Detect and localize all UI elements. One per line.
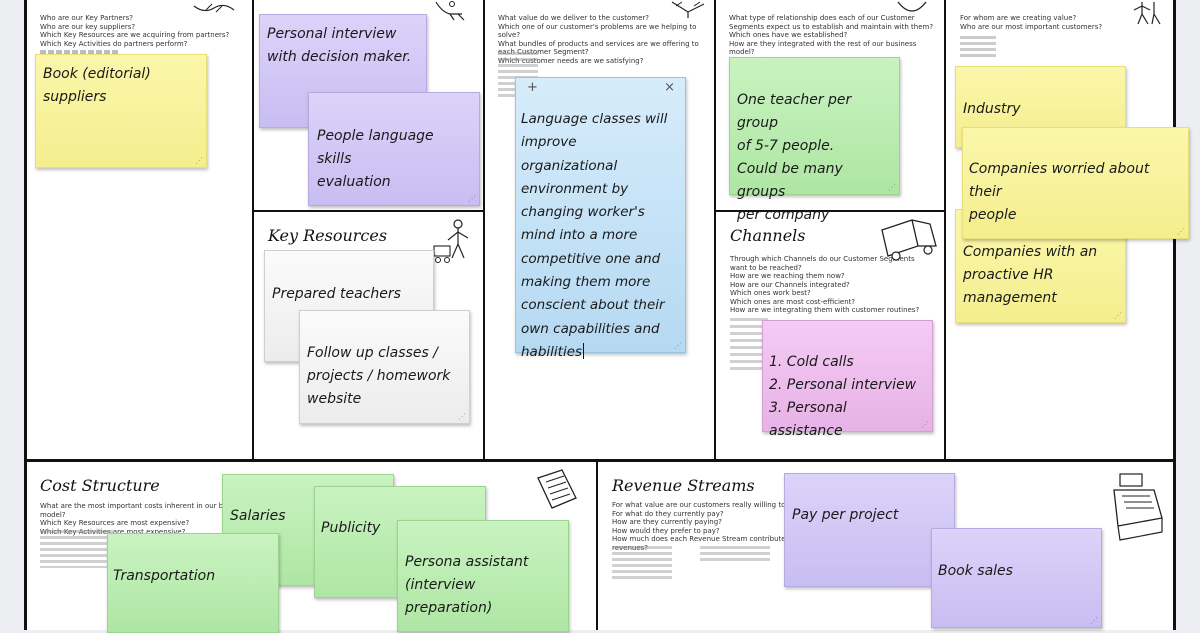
value-propositions-active-note[interactable]: + × Language classes will improve organi… xyxy=(515,77,686,360)
note-text: Industry xyxy=(963,101,1021,117)
gift-icon xyxy=(671,1,705,18)
grid-line xyxy=(252,0,254,460)
customer-segments-hint-list xyxy=(960,36,996,60)
note-text: Book sales xyxy=(938,563,1013,579)
note-text: Persona assistant (interview preparation… xyxy=(405,554,529,616)
grid-line xyxy=(715,210,945,212)
customer-relationships-note[interactable]: One teacher per group of 5-7 people. Cou… xyxy=(729,57,900,223)
receipt-icon xyxy=(537,469,577,509)
grid-line xyxy=(483,0,485,460)
close-note-icon[interactable]: × xyxy=(664,80,675,95)
note-text: Companies with an proactive HR managemen… xyxy=(963,244,1098,306)
note-text-editor[interactable]: Language classes will improve organizati… xyxy=(521,108,677,364)
text-caret xyxy=(583,342,585,359)
cost-structure-note-transportation[interactable]: Transportation xyxy=(107,533,279,633)
key-partners-note[interactable]: Book (editorial) suppliers ⋰ xyxy=(35,54,207,168)
resize-grip-icon[interactable]: ⋰ xyxy=(458,412,466,421)
note-text: Pay per project xyxy=(792,507,899,523)
grid-line xyxy=(253,210,484,212)
grid-line xyxy=(24,0,27,630)
revenue-streams-hint-list xyxy=(612,546,672,580)
revenue-streams-hint-list-2 xyxy=(700,546,770,564)
note-text: Transportation xyxy=(113,568,216,584)
note-text: Follow up classes / projects / homework … xyxy=(307,345,451,407)
value-propositions-questions: What value do we deliver to the customer… xyxy=(498,14,699,65)
resize-grip-icon[interactable]: ⋰ xyxy=(1090,616,1098,625)
note-text: Book (editorial) suppliers xyxy=(43,66,151,105)
grid-line xyxy=(944,0,946,460)
channels-title: Channels xyxy=(730,226,806,245)
grid-line xyxy=(714,0,716,460)
resize-grip-icon[interactable]: ⋰ xyxy=(1114,311,1122,320)
key-partners-motivation-hint xyxy=(40,50,120,54)
revenue-streams-title: Revenue Streams xyxy=(612,476,755,495)
cost-structure-note-persona-assistant[interactable]: Persona assistant (interview preparation… xyxy=(397,520,569,632)
key-activities-note-2[interactable]: People language skills evaluation ⋰ xyxy=(308,92,480,206)
grid-line xyxy=(1173,0,1176,630)
note-text: People language skills evaluation xyxy=(317,128,434,190)
key-resources-note-2[interactable]: Follow up classes / projects / homework … xyxy=(299,310,470,424)
key-resources-title: Key Resources xyxy=(268,226,388,245)
business-model-canvas: Who are our Key Partners? Who are our ke… xyxy=(24,0,1189,633)
revenue-streams-note-pay-per-project[interactable]: Pay per project xyxy=(784,473,955,587)
note-text: Salaries xyxy=(230,508,286,524)
cash-register-icon xyxy=(1113,473,1163,541)
note-text: Prepared teachers xyxy=(272,286,401,302)
note-text: Publicity xyxy=(321,520,381,536)
channels-questions: Through which Channels do our Customer S… xyxy=(730,255,920,314)
note-text: 1. Cold calls 2. Personal interview 3. P… xyxy=(769,354,917,439)
note-text: Language classes will improve organizati… xyxy=(521,111,668,360)
key-partners-questions: Who are our Key Partners? Who are our ke… xyxy=(40,14,230,48)
resize-grip-icon[interactable]: ⋰ xyxy=(468,194,476,203)
note-text: Companies worried about their people xyxy=(969,161,1150,223)
heart-icon xyxy=(897,1,927,12)
customer-segments-questions: For whom are we creating value? Who are … xyxy=(960,14,1103,31)
grid-line xyxy=(24,459,1176,462)
channels-hint-list xyxy=(730,318,768,374)
cost-structure-title: Cost Structure xyxy=(40,476,160,495)
resize-grip-icon[interactable]: ⋰ xyxy=(888,183,896,192)
grid-line xyxy=(596,461,598,630)
add-note-icon[interactable]: + xyxy=(527,80,538,95)
cost-structure-hint-list xyxy=(40,530,114,568)
note-text: Personal interview with decision maker. xyxy=(267,26,412,65)
truck-icon xyxy=(881,219,937,261)
handshake-icon xyxy=(193,3,235,13)
resize-grip-icon[interactable]: ⋰ xyxy=(1177,227,1185,236)
revenue-streams-note-book-sales[interactable]: Book sales ⋰ xyxy=(931,528,1102,628)
resize-grip-icon[interactable]: ⋰ xyxy=(921,420,929,429)
note-text: One teacher per group of 5-7 people. Cou… xyxy=(737,92,852,223)
resize-grip-icon[interactable]: ⋰ xyxy=(674,341,682,350)
worker-with-cart-icon xyxy=(433,219,469,263)
person-icon xyxy=(1133,2,1161,25)
customer-segments-note-2[interactable]: Companies worried about their people ⋰ xyxy=(962,127,1189,239)
channels-note[interactable]: 1. Cold calls 2. Personal interview 3. P… xyxy=(762,320,933,439)
worker-icon xyxy=(435,1,465,21)
note-toolbar: + × xyxy=(516,78,685,100)
resize-grip-icon[interactable]: ⋰ xyxy=(195,156,203,165)
